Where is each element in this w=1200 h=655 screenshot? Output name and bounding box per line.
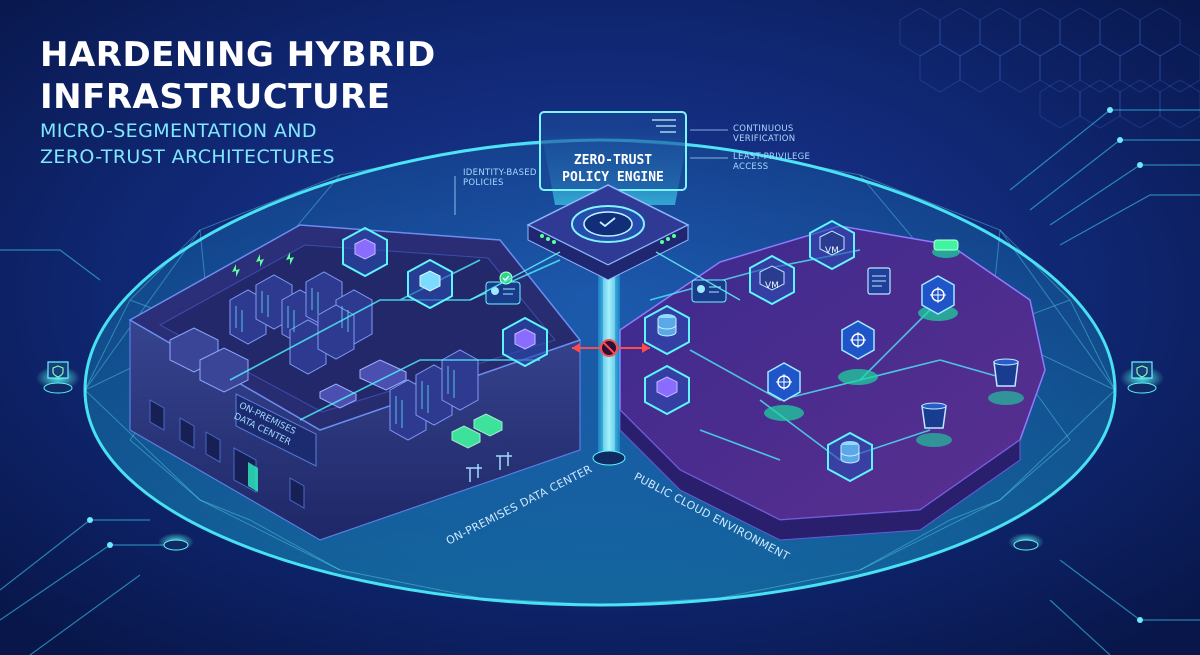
onprem-cube-3 [502,316,548,368]
beacon-left [36,361,80,394]
callout-identity-policies: IDENTITY-BASED POLICIES [463,168,537,188]
on-prem-datacenter [128,224,582,541]
onprem-cube-2 [407,258,453,310]
beacon-right [1120,361,1164,394]
policy-engine-label: ZERO-TRUST POLICY ENGINE [543,152,683,186]
kubernetes-icon-2 [838,320,878,385]
hex-pattern [899,7,1200,129]
circuit-nodes [87,107,1143,623]
vm-cube-1: VM [749,254,795,306]
purple-module-cube [644,364,690,416]
blocked-connection [572,339,650,357]
onprem-cube-1 [342,226,388,278]
storage-bucket-icon-2 [916,402,952,447]
callout-continuous-verification: CONTINUOUS VERIFICATION [733,124,795,144]
title-line-2: INFRASTRUCTURE [40,77,391,117]
subtitle-line-2: ZERO-TRUST ARCHITECTURES [40,146,335,168]
callout-identity-line-2: POLICIES [463,178,504,188]
zero-trust-policy-engine [469,111,741,301]
callout-lp-line-1: LEAST-PRIVILEGE [733,152,811,162]
vm-cube-2: VM [809,219,855,271]
shield-check-icon [599,217,616,228]
callout-identity-line-1: IDENTITY-BASED [463,168,537,178]
database-cube-1 [644,304,690,356]
callout-least-privilege: LEAST-PRIVILEGE ACCESS [733,152,810,172]
identity-card-icon-right [691,279,727,303]
callout-lp-line-2: ACCESS [733,162,769,172]
policy-engine-label-line-1: ZERO-TRUST [573,153,653,168]
page-subtitle: MICRO-SEGMENTATION AND ZERO-TRUST ARCHIT… [40,118,335,170]
vm-label: VM [825,246,839,256]
network-node-icon [932,239,960,258]
storage-bucket-icon-1 [988,358,1024,405]
title-line-1: HARDENING HYBRID [40,35,436,75]
callout-lines [454,129,728,215]
page-title: HARDENING HYBRID INFRASTRUCTURE [40,34,436,118]
policy-engine-label-line-2: POLICY ENGINE [562,170,664,185]
callout-cv-line-2: VERIFICATION [733,134,796,144]
vm-label: VM [765,281,779,291]
document-icon [867,267,891,295]
subtitle-line-1: MICRO-SEGMENTATION AND [40,120,317,142]
beacon-bottom-right [1008,533,1044,551]
callout-cv-line-1: CONTINUOUS [733,124,794,134]
database-cube-2 [827,431,873,483]
beacon-bottom-left [158,533,194,551]
kubernetes-icon-1 [918,275,958,321]
kubernetes-icon-3 [764,362,804,421]
